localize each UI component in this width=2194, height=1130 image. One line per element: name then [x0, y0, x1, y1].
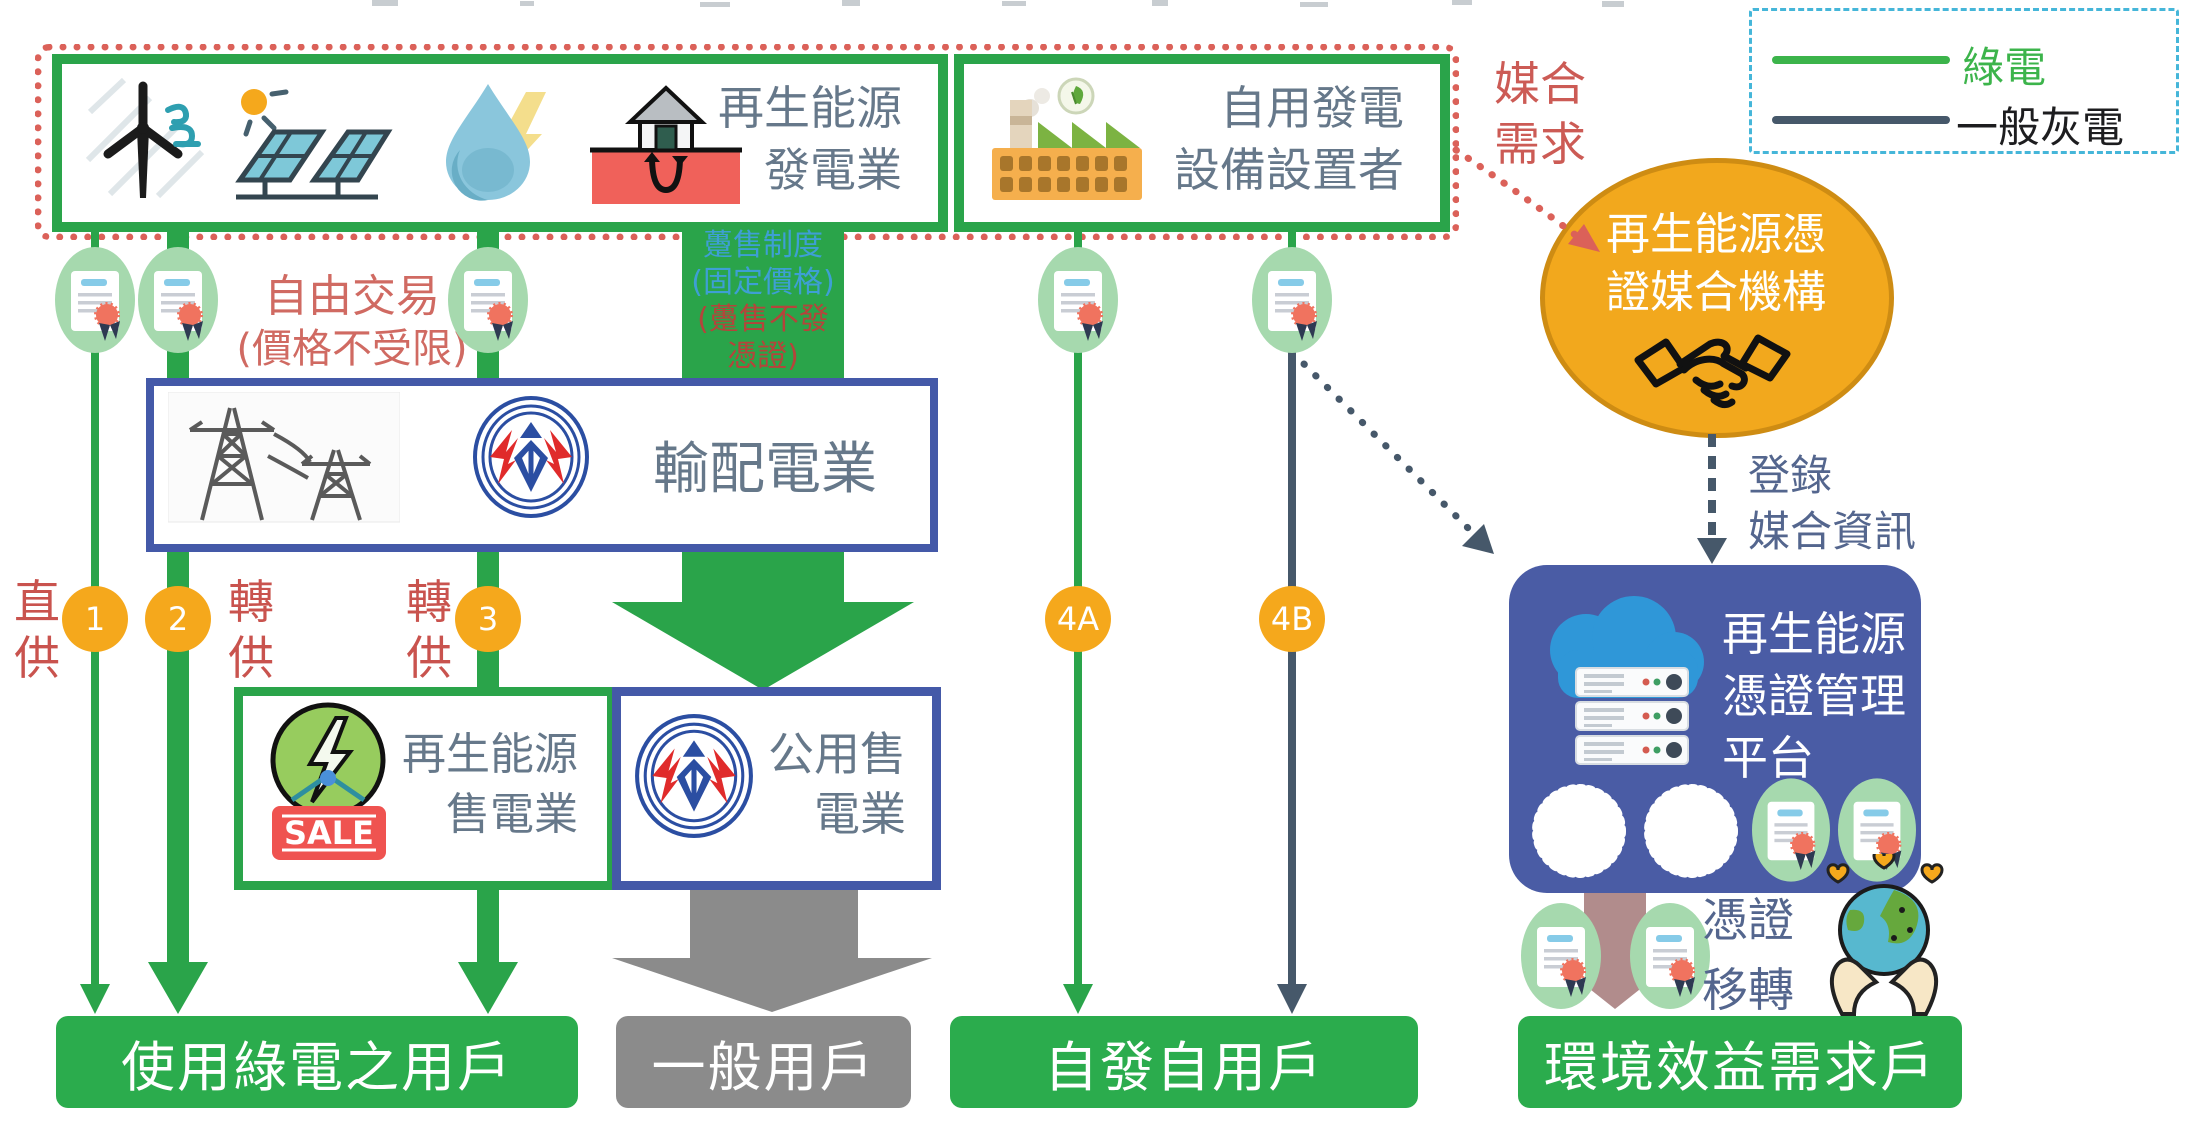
cert-4b-arrowhead	[1462, 524, 1494, 554]
renewable-generator-title-line2: 發電業	[764, 143, 902, 197]
matching-agency-ellipse	[1540, 158, 1894, 438]
taipower-logo	[473, 396, 589, 518]
cert-transfer-line1: 憑證	[1702, 893, 1794, 947]
cert-transfer-line2: 移轉	[1702, 963, 1794, 1017]
customer-self-use-box: 自發自用戶	[950, 1016, 1418, 1108]
cert-4b-dotted-arrow	[1300, 360, 1476, 536]
register-line1: 登錄	[1748, 451, 1833, 500]
self-use-installer-title-line1: 自用發電	[1220, 81, 1404, 135]
platform-line2: 憑證管理	[1722, 669, 1906, 723]
matching-agency-line1: 再生能源憑	[1606, 209, 1826, 260]
flow-badge-2: 2	[145, 586, 211, 652]
cropped-title-remnant	[1300, 2, 1328, 7]
flow-badge-3: 3	[455, 586, 521, 652]
customer-green-users-box: 使用綠電之用戶	[56, 1016, 578, 1108]
customer-general-users-box: 一般用戶	[616, 1016, 911, 1108]
gray-power-arrowhead	[612, 958, 932, 1012]
handshake-icon	[1634, 334, 1791, 409]
solar-panel-icon	[235, 89, 393, 200]
taipower-logo	[632, 714, 756, 838]
matching-demand-line2: 需求	[1494, 117, 1586, 171]
legend-green-label: 綠電	[1962, 43, 2047, 92]
cropped-title-remnant	[520, 1, 534, 6]
legend-gray-label: 一般灰電	[1956, 103, 2125, 152]
wind-turbine-icon	[85, 77, 205, 199]
self-use-installer-title-line2: 設備設置者	[1174, 143, 1404, 197]
flow-badge-4a: 4A	[1045, 586, 1111, 652]
flow-label-transfer-3: 轉供	[406, 575, 452, 685]
legend-gray-line	[1772, 116, 1950, 124]
flow-line-1-arrowhead	[80, 984, 110, 1014]
register-arrowhead	[1697, 538, 1727, 564]
renewable-generator-title-line1: 再生能源	[718, 81, 902, 135]
seal-circle-icon	[1640, 780, 1742, 882]
wholesale-band-line3: (躉售不發	[697, 302, 829, 337]
renewable-retailer-line2: 售電業	[446, 789, 578, 840]
flow-line-4a-arrowhead	[1063, 984, 1093, 1014]
legend-box	[1749, 8, 2179, 154]
certificate-icon	[1521, 903, 1601, 1009]
cropped-title-remnant	[1002, 1, 1026, 6]
public-utility-line1: 公用售	[768, 727, 906, 781]
legend-green-line	[1772, 56, 1950, 64]
seal-circle-icon	[1528, 780, 1630, 882]
geothermal-icon	[590, 85, 742, 204]
certificate-icon	[1630, 903, 1710, 1009]
cropped-title-remnant	[700, 2, 730, 7]
flow-line-3-lower	[477, 872, 499, 964]
transmission-title: 輸配電業	[653, 437, 877, 502]
self-use-factory-icon	[992, 77, 1142, 200]
wholesale-band-line1: 躉售制度	[703, 228, 823, 263]
renewable-retailer-line1: 再生能源	[402, 729, 578, 780]
sale-tag-text: SALE	[284, 814, 374, 852]
matching-demand-line1: 媒合	[1494, 57, 1586, 111]
self-use-installer-box	[954, 54, 1450, 232]
cropped-title-remnant	[1152, 0, 1168, 6]
cropped-title-remnant	[842, 0, 860, 6]
flow-line-4b-arrowhead	[1277, 984, 1307, 1014]
certificate-icon	[1252, 247, 1332, 353]
cloud-server-icon	[1550, 596, 1704, 765]
public-utility-line2: 電業	[814, 787, 906, 841]
flow-label-transfer-2: 轉供	[228, 575, 274, 685]
flow-line-3-arrowhead	[458, 962, 518, 1014]
water-drop-icon	[446, 84, 546, 201]
transmission-towers-icon	[168, 392, 400, 523]
cropped-title-remnant	[1452, 0, 1472, 5]
free-trade-line1: 自由交易	[264, 271, 440, 322]
matching-agency-line2: 證媒合機構	[1606, 267, 1826, 318]
flow-badge-4b: 4B	[1259, 586, 1325, 652]
certificate-icon	[138, 247, 218, 353]
platform-line3: 平台	[1722, 731, 1814, 785]
register-line2: 媒合資訊	[1748, 507, 1917, 556]
cropped-title-remnant	[1602, 1, 1624, 7]
certificate-icon	[1038, 247, 1118, 353]
customer-env-benefit-box: 環境效益需求戶	[1518, 1016, 1962, 1108]
flow-line-4b-stub	[1288, 215, 1296, 255]
wholesale-band-line2: (固定價格)	[691, 265, 835, 300]
flow-line-4b	[1288, 350, 1296, 986]
certificate-icon	[55, 247, 135, 353]
platform-line1: 再生能源	[1722, 607, 1906, 661]
flow-line-2-arrowhead	[148, 962, 208, 1014]
certificate-icon	[448, 247, 528, 353]
wholesale-band-arrowhead	[612, 602, 914, 690]
wholesale-band-line4: 憑證)	[727, 339, 799, 374]
flow-label-direct-supply: 直供	[14, 575, 60, 685]
cropped-title-remnant	[372, 0, 398, 6]
earth-in-hands-icon	[1826, 854, 1944, 1016]
green-energy-sale-icon: SALE	[270, 702, 386, 860]
free-trade-line2: (價格不受限)	[236, 326, 468, 372]
flow-badge-1: 1	[62, 586, 128, 652]
